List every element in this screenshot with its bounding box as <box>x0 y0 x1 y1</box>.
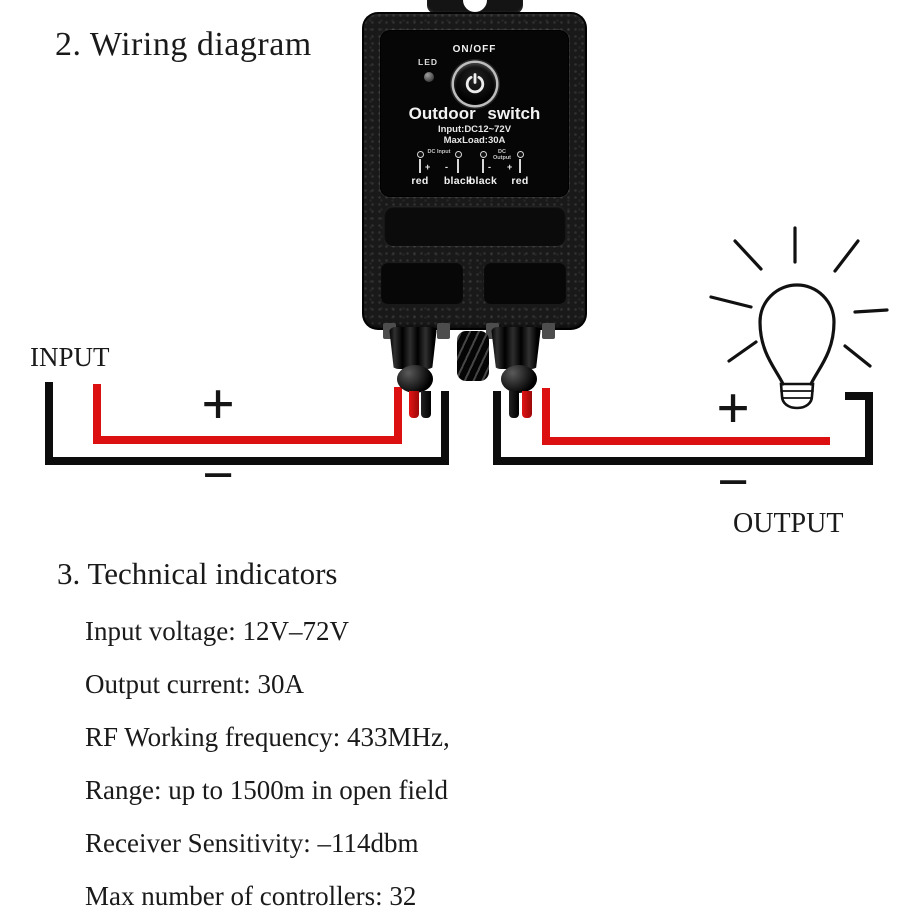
spec-list: Input voltage: 12V–72V Output current: 3… <box>85 617 450 910</box>
input-red-wire-stub <box>409 391 419 418</box>
input-black-wire-stub <box>421 391 431 418</box>
spec-output-current: Output current: 30A <box>85 669 304 699</box>
gland-flange <box>437 323 450 339</box>
device-face-panel: ON/OFF LED Outdoor switch Input:DC12~72V… <box>380 30 569 197</box>
input-positive-wire <box>93 384 402 444</box>
gland-tip-input <box>397 365 433 393</box>
bulb-rays <box>709 226 889 368</box>
device-case: ON/OFF LED Outdoor switch Input:DC12~72V… <box>362 12 587 330</box>
output-negative-wire <box>493 391 873 465</box>
device-recessed-bar <box>384 206 566 246</box>
input-negative-wire <box>45 382 449 465</box>
terminal-pin-icon <box>516 151 524 158</box>
cable-gland-input <box>389 327 437 369</box>
terminal-pin-icon <box>479 151 487 158</box>
output-plus-sign: + <box>717 378 749 440</box>
terminal-sign: + <box>425 162 431 172</box>
input-minus-sign: − <box>203 445 233 505</box>
terminal-sign: - <box>488 162 491 172</box>
output-positive-wire <box>542 388 830 445</box>
wiring-diagram-heading: 2. Wiring diagram <box>55 26 312 63</box>
bulb-base-ridges <box>780 390 814 399</box>
led-indicator <box>424 72 434 82</box>
terminal-wire-label: red <box>411 175 429 187</box>
terminal-wire-label: black <box>468 175 498 187</box>
terminal-pin-icon <box>454 151 462 158</box>
gland-tip-output <box>501 365 537 393</box>
terminal-input-positive: + red <box>398 151 442 187</box>
mounting-tab <box>427 0 523 14</box>
device-max-load: MaxLoad:30A <box>443 135 506 146</box>
terminal-wire-label: black <box>443 175 473 187</box>
terminal-stem <box>481 159 485 173</box>
power-icon <box>465 73 485 94</box>
output-red-wire-stub <box>522 391 532 418</box>
spec-receiver-sensitivity: Receiver Sensitivity: –114dbm <box>85 828 419 858</box>
light-bulb-icon <box>709 226 889 410</box>
mounting-hole <box>463 0 487 12</box>
led-label: LED <box>418 57 438 67</box>
device-cover-left <box>381 262 463 304</box>
technical-indicators-heading: 3. Technical indicators <box>57 556 338 591</box>
input-plus-sign: + <box>202 374 234 436</box>
spec-range: Range: up to 1500m in open field <box>85 775 448 805</box>
bulb-glass <box>758 283 836 386</box>
input-label: INPUT <box>30 342 110 372</box>
output-label: OUTPUT <box>733 508 844 539</box>
terminal-stem <box>456 159 460 173</box>
device-name: Outdoor switch <box>408 104 541 123</box>
terminal-output-negative: - black <box>461 151 505 187</box>
terminal-wire-label: red <box>511 175 529 187</box>
outdoor-switch-device: ON/OFF LED Outdoor switch Input:DC12~72V… <box>362 0 588 420</box>
output-minus-sign: − <box>718 452 748 512</box>
bulb-base <box>779 382 815 410</box>
on-off-label: ON/OFF <box>452 44 497 55</box>
dc-output-label: DC Output <box>492 149 512 161</box>
antenna-spring <box>457 331 489 381</box>
spec-max-controllers: Max number of controllers: 32 <box>85 881 417 911</box>
power-button <box>454 63 496 105</box>
terminal-output-positive: + red <box>498 151 542 187</box>
terminal-pin-icon <box>416 151 424 158</box>
terminal-sign: - <box>445 162 448 172</box>
output-black-wire-stub <box>509 391 519 418</box>
gland-flange <box>542 323 555 339</box>
terminal-stem <box>418 159 422 173</box>
spec-rf-frequency: RF Working frequency: 433MHz, <box>85 722 450 752</box>
cable-gland-output <box>491 327 541 369</box>
device-cover-right <box>484 262 566 304</box>
device-input-rating: Input:DC12~72V <box>437 124 512 135</box>
dc-input-label: DC Input <box>427 149 451 155</box>
terminal-sign: + <box>507 162 513 172</box>
spec-input-voltage: Input voltage: 12V–72V <box>85 616 349 646</box>
terminal-stem <box>518 159 522 173</box>
terminal-input-negative: - black <box>436 151 480 187</box>
